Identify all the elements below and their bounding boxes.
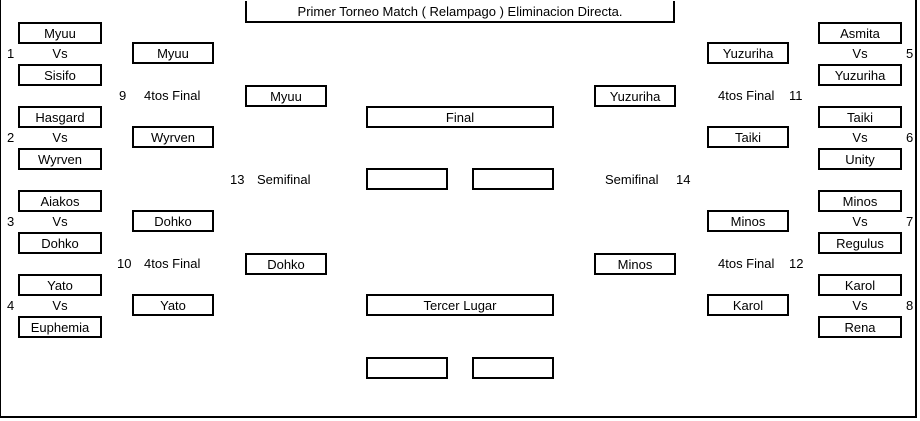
match-number: 2 xyxy=(7,130,15,145)
third-place-slot: Tercer Lugar xyxy=(366,294,554,316)
winner-slot: Karol xyxy=(707,294,789,316)
winner-slot: Yuzuriha xyxy=(707,42,789,64)
winner-slot: Yato xyxy=(132,294,214,316)
vs-label: Vs xyxy=(852,46,868,61)
round-label: 4tos Final xyxy=(144,256,201,271)
quarterfinal-winner-slot: Minos xyxy=(594,253,676,275)
vs-label: Vs xyxy=(852,130,868,145)
winner-slot: Myuu xyxy=(132,42,214,64)
vs-label: Vs xyxy=(852,298,868,313)
match-number: 10 xyxy=(117,256,132,271)
match-number: 1 xyxy=(7,46,15,61)
player-slot: Rena xyxy=(818,316,902,338)
match-number: 7 xyxy=(906,214,914,229)
match-number: 4 xyxy=(7,298,15,313)
player-slot: Yuzuriha xyxy=(818,64,902,86)
winner-slot: Wyrven xyxy=(132,126,214,148)
final-slot: Final xyxy=(366,106,554,128)
player-slot: Hasgard xyxy=(18,106,102,128)
player-slot: Minos xyxy=(818,190,902,212)
player-slot: Euphemia xyxy=(18,316,102,338)
player-slot: Regulus xyxy=(818,232,902,254)
player-slot: Unity xyxy=(818,148,902,170)
match-number: 14 xyxy=(676,172,691,187)
player-slot: Sisifo xyxy=(18,64,102,86)
round-label: 4tos Final xyxy=(144,88,201,103)
quarterfinal-winner-slot: Dohko xyxy=(245,253,327,275)
round-label: Semifinal xyxy=(605,172,659,187)
round-label: 4tos Final xyxy=(718,88,775,103)
player-slot: Yato xyxy=(18,274,102,296)
player-slot: Myuu xyxy=(18,22,102,44)
vs-label: Vs xyxy=(852,214,868,229)
match-number: 13 xyxy=(230,172,245,187)
winner-slot: Taiki xyxy=(707,126,789,148)
match-number: 9 xyxy=(119,88,127,103)
vs-label: Vs xyxy=(52,46,68,61)
player-slot: Taiki xyxy=(818,106,902,128)
third-place-contender-slot xyxy=(366,357,448,379)
round-label: 4tos Final xyxy=(718,256,775,271)
page-title: Primer Torneo Match ( Relampago ) Elimin… xyxy=(245,1,675,23)
match-number: 12 xyxy=(789,256,804,271)
vs-label: Vs xyxy=(52,298,68,313)
winner-slot: Minos xyxy=(707,210,789,232)
round-label: Semifinal xyxy=(257,172,311,187)
vs-label: Vs xyxy=(52,130,68,145)
match-number: 5 xyxy=(906,46,914,61)
quarterfinal-winner-slot: Yuzuriha xyxy=(594,85,676,107)
match-number: 11 xyxy=(789,88,803,103)
player-slot: Aiakos xyxy=(18,190,102,212)
match-number: 8 xyxy=(906,298,914,313)
player-slot: Dohko xyxy=(18,232,102,254)
finalist-slot xyxy=(472,168,554,190)
finalist-slot xyxy=(366,168,448,190)
match-number: 6 xyxy=(906,130,914,145)
match-number: 3 xyxy=(7,214,15,229)
player-slot: Karol xyxy=(818,274,902,296)
vs-label: Vs xyxy=(52,214,68,229)
winner-slot: Dohko xyxy=(132,210,214,232)
quarterfinal-winner-slot: Myuu xyxy=(245,85,327,107)
player-slot: Wyrven xyxy=(18,148,102,170)
player-slot: Asmita xyxy=(818,22,902,44)
third-place-contender-slot xyxy=(472,357,554,379)
